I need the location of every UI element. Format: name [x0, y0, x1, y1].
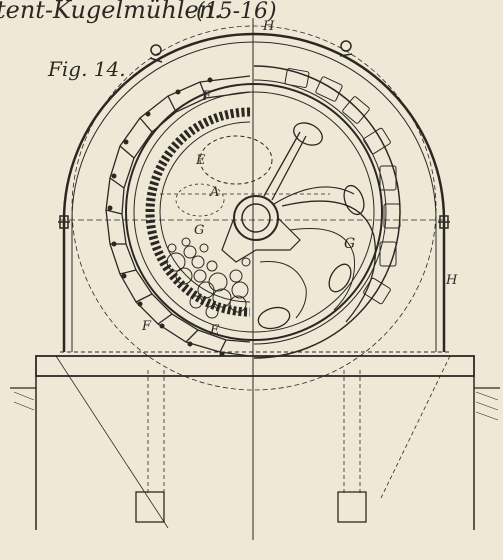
label-E-bottom: E [209, 323, 220, 338]
lifting-eyes [149, 40, 353, 63]
label-H-top: H [262, 19, 275, 34]
chute-curve-small [259, 261, 307, 319]
header-title: tent-Kugelmühlen. [0, 0, 222, 24]
hub-outer [233, 195, 279, 241]
hub-frame [221, 217, 301, 263]
label-H-right: H [445, 273, 458, 288]
spoke-curve [273, 186, 355, 205]
label-A: A [209, 185, 219, 200]
chute-curve-outer [281, 200, 377, 323]
figure-label: Fig. 14. [47, 57, 126, 81]
dashed-ellipse-mid [175, 183, 225, 217]
header-page-ref: (15-16) [196, 0, 277, 24]
outer-housing [62, 32, 446, 352]
base-hatching [13, 391, 499, 421]
right-ring-outer [253, 65, 401, 359]
lining-bolts [107, 77, 225, 357]
drum-inner-circle [133, 91, 375, 333]
label-G-left: G [194, 223, 204, 238]
drum-circle [125, 83, 383, 341]
label-F-bottom: F [141, 319, 152, 334]
spoke-arm [263, 131, 307, 201]
label-E-inner: E [195, 153, 206, 168]
outer-housing-inner-line [71, 41, 437, 352]
ring-slots [284, 68, 401, 305]
side-brackets [58, 215, 450, 229]
base-frame [10, 351, 500, 530]
label-G-right: G [344, 236, 355, 252]
dashed-ellipse-upper [199, 135, 273, 185]
label-F-top: F [201, 89, 212, 104]
left-lining-plates [105, 75, 251, 357]
toothed-liner-inner-edge [159, 121, 251, 303]
dashed-outer-circle [71, 25, 437, 391]
hub-inner [241, 203, 271, 233]
grinding-balls [166, 237, 251, 319]
right-ring-inner [253, 79, 387, 345]
chute-curve-inner [289, 227, 356, 311]
toothed-liner [145, 107, 251, 317]
manhole-covers [257, 122, 365, 330]
